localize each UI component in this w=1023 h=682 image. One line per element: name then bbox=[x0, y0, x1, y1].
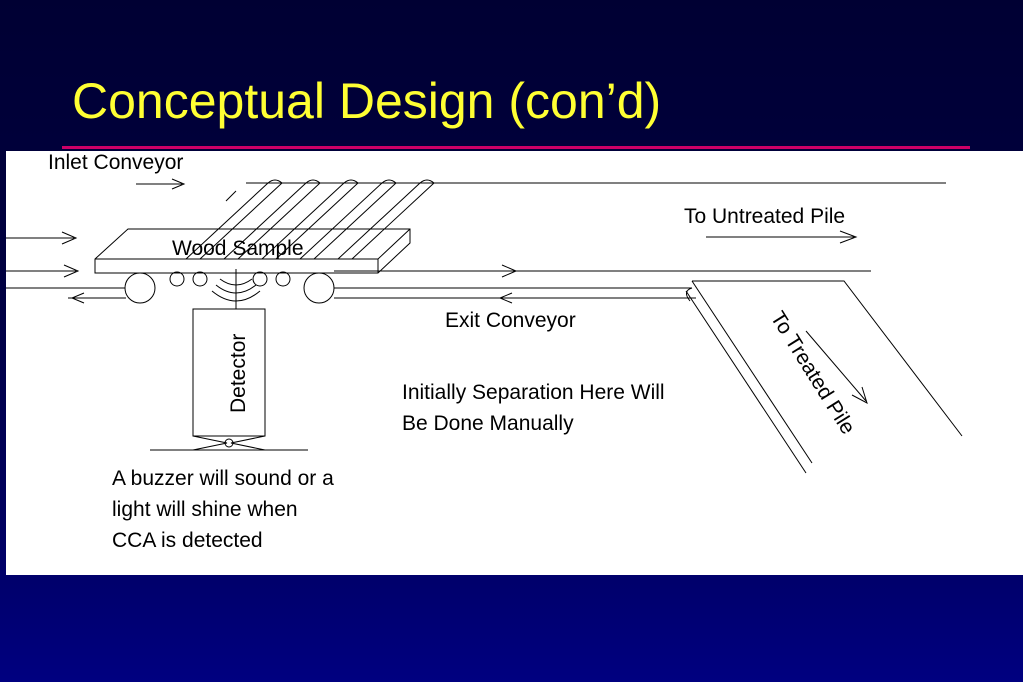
detector-label: Detector bbox=[227, 334, 250, 413]
inlet-conveyor-arrows bbox=[6, 178, 186, 278]
buzzer-note-line-3: CCA is detected bbox=[112, 529, 263, 552]
process-diagram: Inlet Conveyor Wood Sample Detector To U… bbox=[6, 151, 963, 552]
inlet-conveyor-label: Inlet Conveyor bbox=[48, 151, 183, 174]
buzzer-note-line-2: light will shine when bbox=[112, 498, 298, 521]
buzzer-note-line-1: A buzzer will sound or a bbox=[112, 467, 334, 490]
separation-note-line-2: Be Done Manually bbox=[402, 412, 574, 435]
treated-pile-chute bbox=[685, 280, 963, 474]
conveyor-rollers bbox=[124, 271, 335, 304]
title-divider bbox=[62, 146, 970, 149]
detector-unit bbox=[150, 308, 308, 451]
slide-title: Conceptual Design (con’d) bbox=[72, 73, 662, 129]
exit-conveyor bbox=[6, 264, 871, 304]
diagram-panel: Inlet Conveyor Wood Sample Detector To U… bbox=[6, 151, 1023, 575]
untreated-arrow bbox=[706, 230, 858, 244]
separation-note-line-1: Initially Separation Here Will bbox=[402, 381, 665, 404]
detector-waves bbox=[211, 269, 261, 309]
to-untreated-pile-label: To Untreated Pile bbox=[684, 205, 845, 228]
inlet-conveyor-rollers bbox=[185, 179, 946, 260]
wood-sample-label: Wood Sample bbox=[172, 237, 304, 260]
to-treated-pile-label: To Treated Pile bbox=[766, 307, 860, 438]
exit-conveyor-label: Exit Conveyor bbox=[445, 309, 576, 332]
